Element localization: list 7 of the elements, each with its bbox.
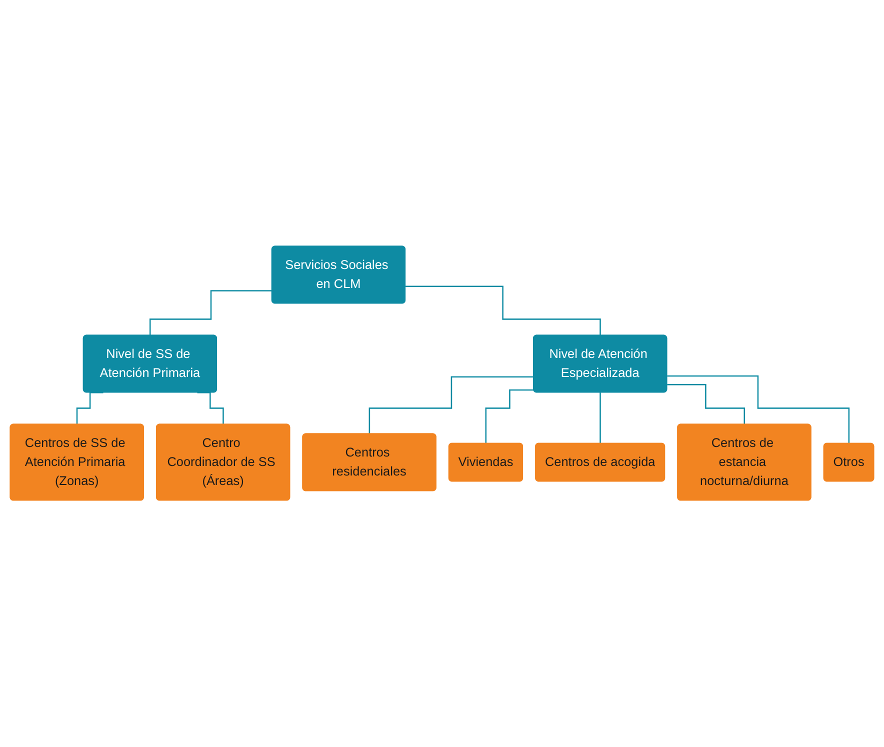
connector — [600, 392, 602, 444]
connector — [667, 376, 850, 444]
connector — [368, 376, 534, 435]
connector — [667, 384, 746, 426]
connector — [406, 286, 602, 336]
connector — [485, 390, 534, 444]
connector — [150, 290, 272, 336]
